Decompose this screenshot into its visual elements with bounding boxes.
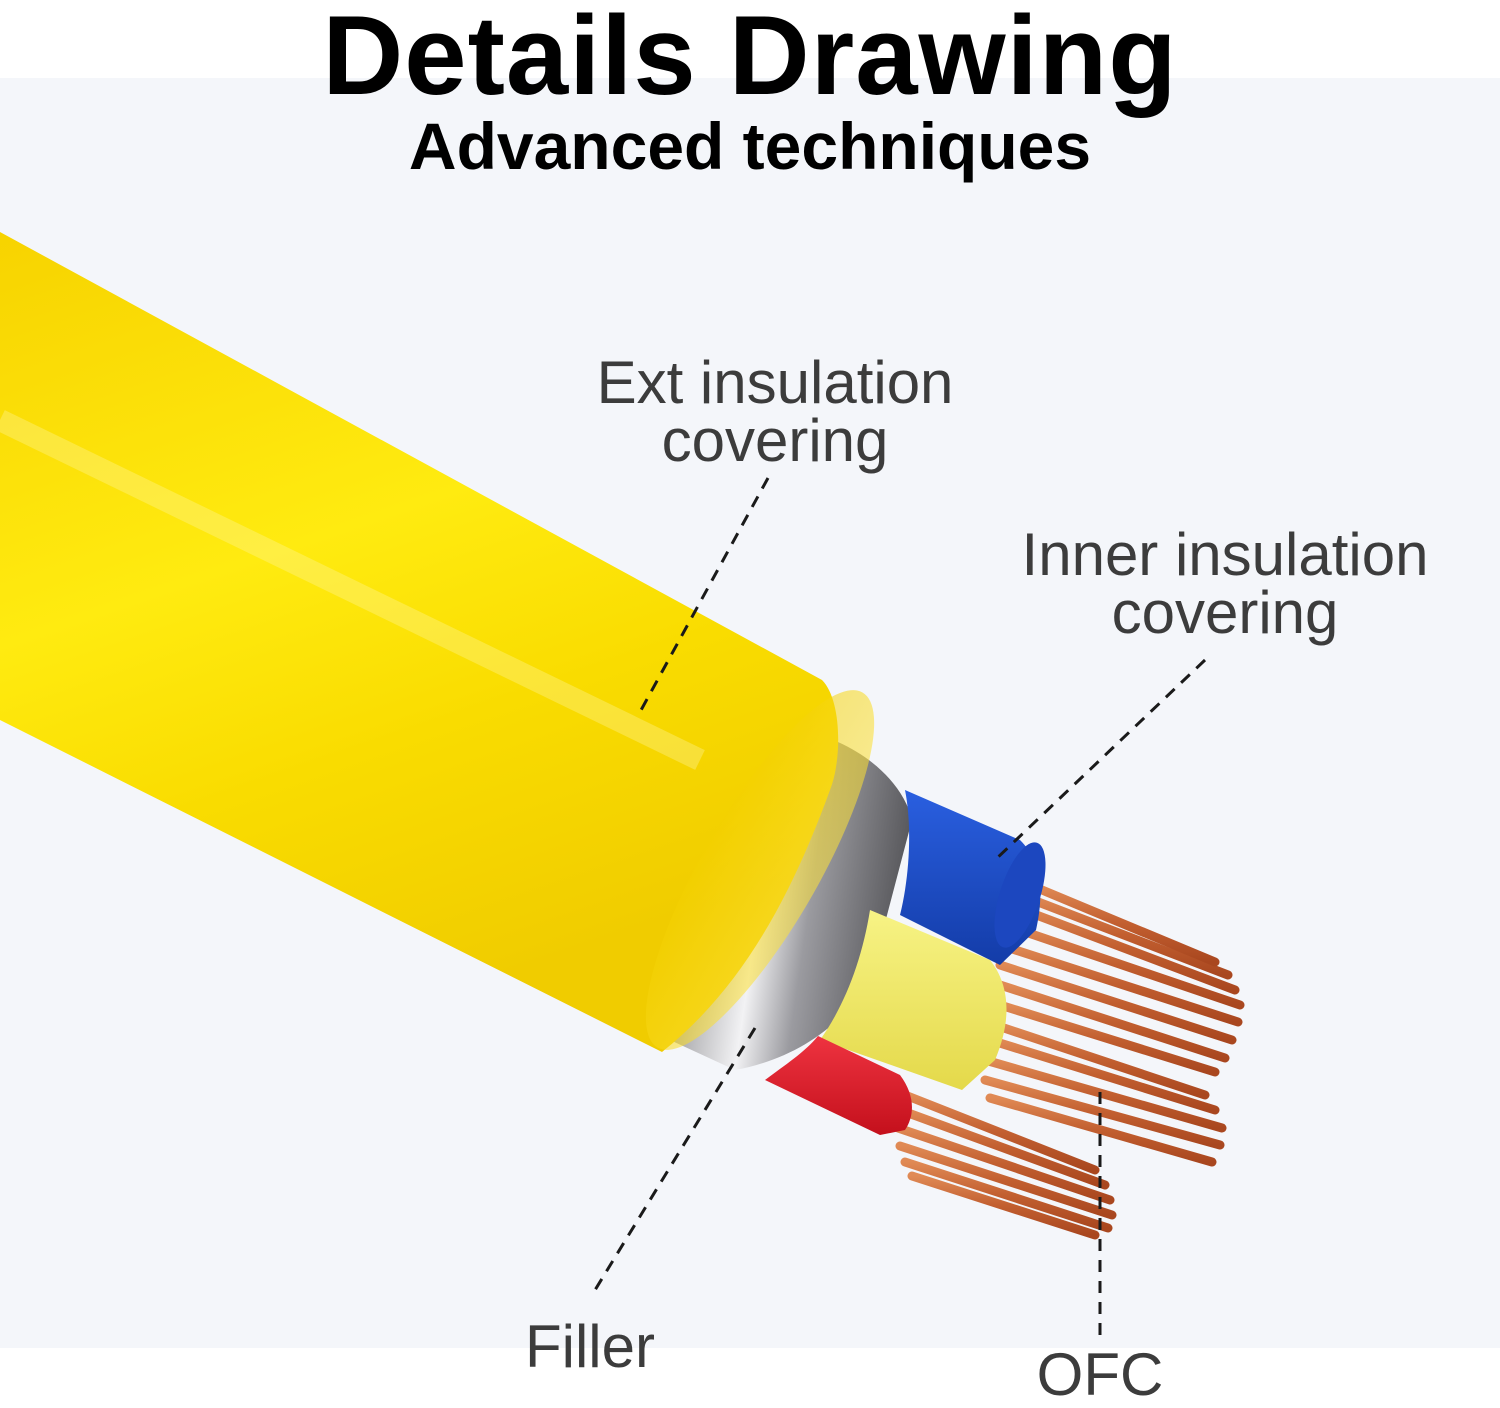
page-subtitle: Advanced techniques <box>408 109 1092 183</box>
outer-jacket <box>0 232 839 1052</box>
copper-strands-lower <box>893 1090 1117 1240</box>
leader-ext-insulation <box>638 477 770 713</box>
label-inner-insulation: Inner insulation covering <box>960 521 1490 646</box>
leader-filler <box>590 1027 757 1296</box>
leader-inner-insulation <box>993 658 1207 862</box>
copper-strands-upper <box>995 880 1245 1077</box>
page-title: Details Drawing <box>322 0 1178 118</box>
label-inner-insulation-line2: covering <box>1111 579 1339 646</box>
label-inner-insulation-line1: Inner insulation <box>1021 521 1429 588</box>
copper-strands-middle <box>980 1020 1227 1167</box>
label-ext-insulation-line2: covering <box>661 407 889 474</box>
blue-core-end <box>994 842 1046 948</box>
label-ext-insulation-line1: Ext insulation <box>596 349 954 416</box>
outer-jacket-end-cap <box>645 690 875 1050</box>
label-ofc: OFC <box>1036 1341 1164 1408</box>
label-ext-insulation: Ext insulation covering <box>520 349 1030 474</box>
leader-lines <box>590 477 1207 1335</box>
jacket-highlight <box>0 410 705 770</box>
red-core-insulation <box>765 1036 912 1135</box>
label-filler: Filler <box>525 1313 655 1380</box>
yellow-core-insulation <box>820 910 1007 1090</box>
